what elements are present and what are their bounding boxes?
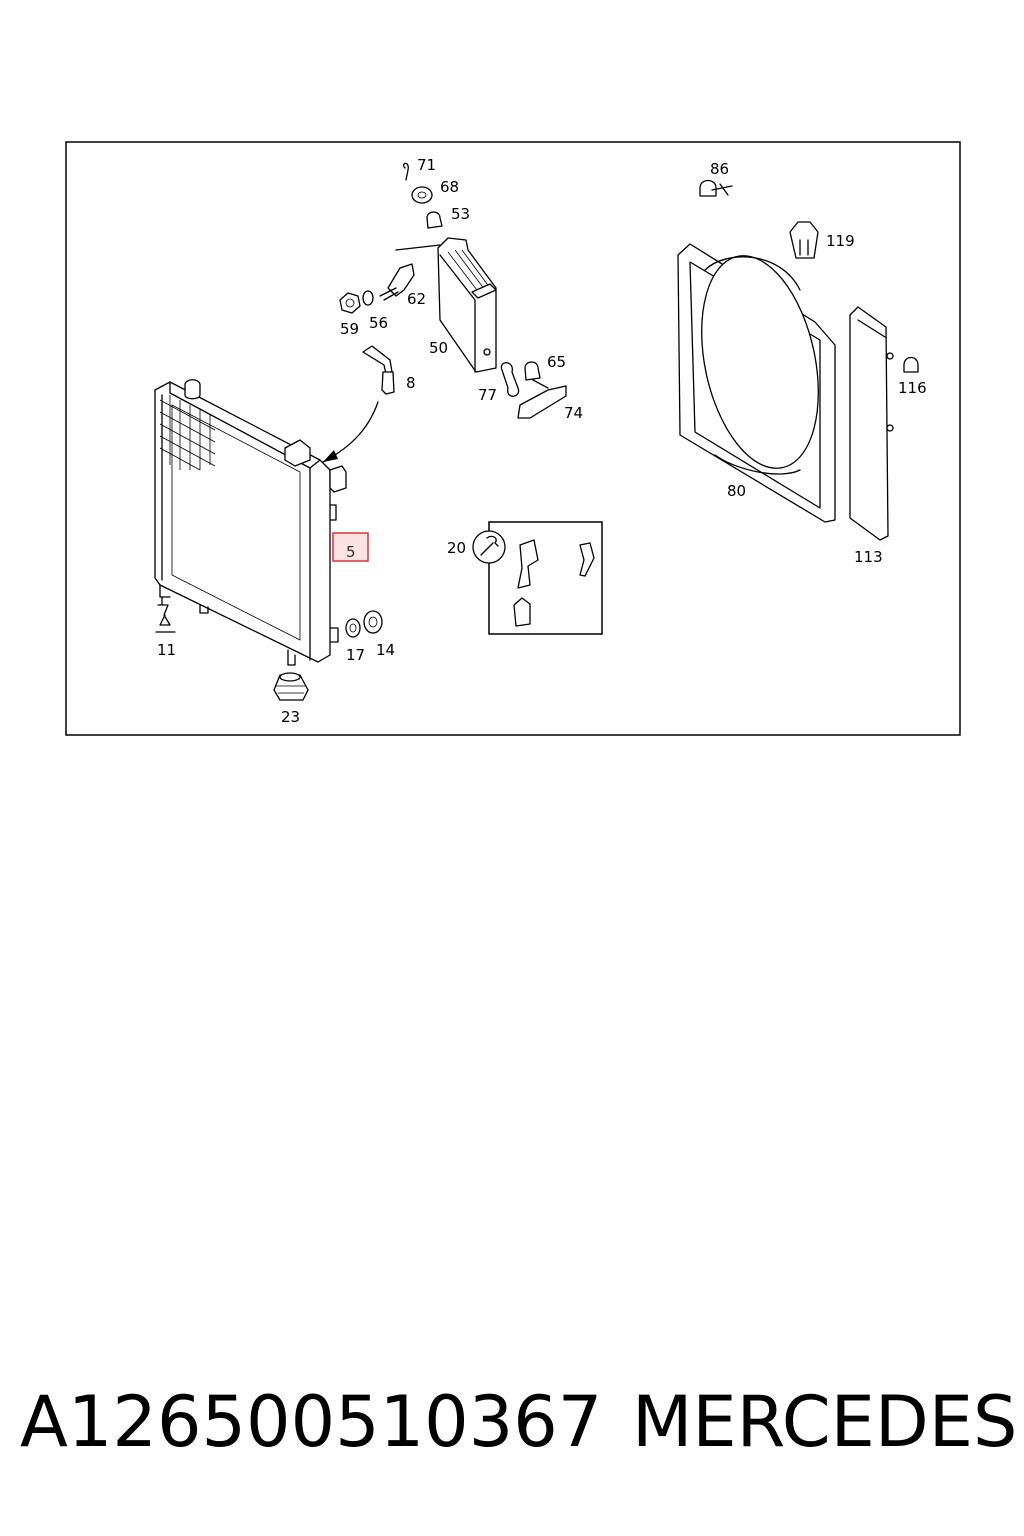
diagram-frame bbox=[65, 141, 961, 736]
callout-20[interactable]: 20 bbox=[447, 539, 466, 557]
part-8-drawing bbox=[362, 345, 395, 395]
part-20-kit-drawing bbox=[472, 521, 603, 635]
callout-77[interactable]: 77 bbox=[478, 386, 497, 404]
part-71-68-53-drawing bbox=[402, 162, 443, 229]
part-number: A126500510367 bbox=[20, 1381, 603, 1463]
part-59-56-62-drawing bbox=[339, 263, 415, 314]
part-86-drawing bbox=[699, 179, 733, 197]
part-119-drawing bbox=[789, 221, 819, 259]
part-50-drawing bbox=[395, 237, 497, 373]
callout-56[interactable]: 56 bbox=[369, 314, 388, 332]
callout-116[interactable]: 116 bbox=[898, 379, 927, 397]
callout-11[interactable]: 11 bbox=[157, 641, 176, 659]
callout-113[interactable]: 113 bbox=[854, 548, 883, 566]
callout-65[interactable]: 65 bbox=[547, 353, 566, 371]
part-116-drawing bbox=[903, 356, 919, 373]
part-23-drawing bbox=[273, 672, 309, 701]
radiator-drawing bbox=[154, 379, 379, 666]
part-77-65-74-drawing bbox=[500, 361, 567, 419]
part-80-drawing bbox=[677, 243, 836, 523]
callout-80[interactable]: 80 bbox=[727, 482, 746, 500]
callout-119[interactable]: 119 bbox=[826, 232, 855, 250]
callout-68[interactable]: 68 bbox=[440, 178, 459, 196]
part-11-drawing bbox=[155, 596, 176, 633]
callout-5[interactable]: 5 bbox=[346, 543, 356, 561]
callout-50[interactable]: 50 bbox=[429, 339, 448, 357]
callout-86[interactable]: 86 bbox=[710, 160, 729, 178]
footer: A126500510367 MERCEDES bbox=[0, 1372, 1024, 1472]
part-113-drawing bbox=[849, 306, 894, 541]
callout-14[interactable]: 14 bbox=[376, 641, 395, 659]
callout-17[interactable]: 17 bbox=[346, 646, 365, 664]
highlight-box-5 bbox=[332, 532, 369, 562]
brand-name: MERCEDES bbox=[632, 1381, 1018, 1463]
part-17-14-drawing bbox=[345, 610, 383, 638]
callout-23[interactable]: 23 bbox=[281, 708, 300, 726]
callout-74[interactable]: 74 bbox=[564, 404, 583, 422]
callout-59[interactable]: 59 bbox=[340, 320, 359, 338]
callout-62[interactable]: 62 bbox=[407, 290, 426, 308]
callout-53[interactable]: 53 bbox=[451, 205, 470, 223]
callout-8[interactable]: 8 bbox=[406, 374, 416, 392]
callout-71[interactable]: 71 bbox=[417, 156, 436, 174]
parts-diagram: 71 68 53 86 119 62 59 56 50 8 65 77 74 1… bbox=[65, 141, 961, 736]
